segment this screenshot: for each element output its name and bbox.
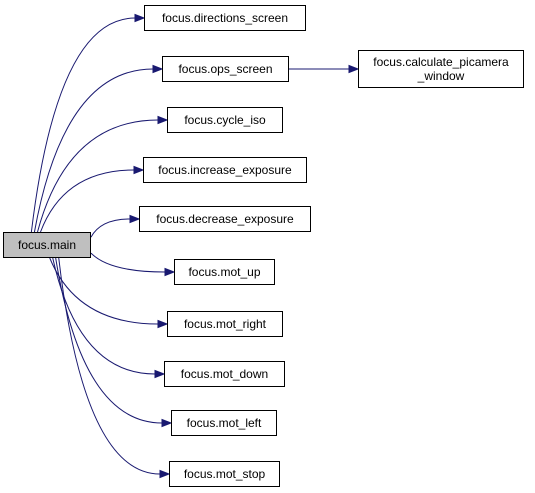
node-ops-screen[interactable]: focus.ops_screen xyxy=(162,56,289,82)
node-cycle-iso[interactable]: focus.cycle_iso xyxy=(167,107,283,133)
arrowhead-directions_screen xyxy=(134,13,146,23)
edge-main-to-cycle_iso xyxy=(37,119,159,233)
arrowhead-calculate_picamera_window xyxy=(348,64,360,74)
node-increase-exposure[interactable]: focus.increase_exposure xyxy=(143,157,307,183)
arrowhead-mot_left xyxy=(161,418,173,428)
edge-main-to-directions_screen xyxy=(30,17,136,233)
arrowhead-mot_stop xyxy=(159,469,171,479)
arrowhead-mot_up xyxy=(164,267,176,277)
edge-main-to-decrease_exposure xyxy=(90,218,131,238)
edge-main-to-increase_exposure xyxy=(40,169,135,233)
edge-main-to-mot_down xyxy=(52,257,156,375)
node-mot-stop[interactable]: focus.mot_stop xyxy=(169,461,280,487)
node-mot-down[interactable]: focus.mot_down xyxy=(164,361,285,387)
node-decrease-exposure[interactable]: focus.decrease_exposure xyxy=(139,206,311,232)
edge-main-to-mot_left xyxy=(55,257,163,424)
node-mot-left[interactable]: focus.mot_left xyxy=(171,410,277,436)
edge-main-to-mot_right xyxy=(49,257,159,325)
arrowhead-decrease_exposure xyxy=(129,214,141,224)
edge-main-to-ops_screen xyxy=(33,68,154,233)
node-directions-screen[interactable]: focus.directions_screen xyxy=(144,5,306,31)
node-main: focus.main xyxy=(3,232,91,258)
edge-main-to-mot_stop xyxy=(58,257,161,475)
arrowhead-mot_down xyxy=(154,369,166,379)
arrowhead-ops_screen xyxy=(152,64,164,74)
edge-main-to-mot_up xyxy=(90,252,166,273)
node-calculate-picamera-window[interactable]: focus.calculate_picamera _window xyxy=(358,50,524,88)
node-mot-up[interactable]: focus.mot_up xyxy=(174,259,275,285)
arrowhead-mot_right xyxy=(157,319,169,329)
node-mot-right[interactable]: focus.mot_right xyxy=(167,311,283,337)
arrowhead-cycle_iso xyxy=(157,115,169,125)
arrowhead-increase_exposure xyxy=(133,165,145,175)
